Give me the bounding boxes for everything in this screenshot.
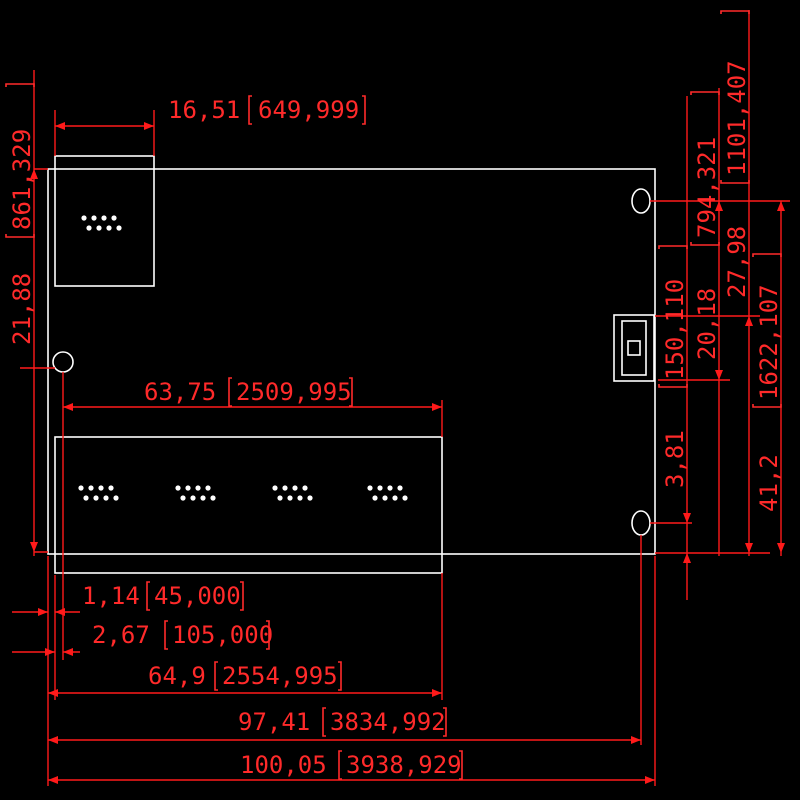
dim-value: 1,14	[82, 582, 140, 610]
dim-bracket-value: 150,110	[661, 279, 689, 380]
pin-cluster-port-4	[367, 485, 408, 501]
dim-value: 21,88	[8, 273, 36, 345]
pin-cluster-port-3	[272, 485, 313, 501]
mounting-hole-left	[52, 351, 74, 373]
dim-bracket-value: 45,000	[154, 582, 241, 610]
mounting-hole-bottom-right	[631, 510, 651, 536]
dim-label-1-14: 1,14 45,000	[82, 581, 244, 611]
power-connector	[613, 314, 655, 382]
dim-label-100-05: 100,05 3938,929	[240, 750, 463, 780]
dimension-lines	[12, 10, 790, 786]
dim-value: 2,67	[92, 621, 150, 649]
dim-value: 64,9	[148, 662, 206, 690]
board-outline	[47, 155, 656, 574]
rj45-port-bank	[54, 436, 443, 574]
dim-bracket-value: 3834,992	[330, 708, 446, 736]
pin-cluster-port-2	[175, 485, 216, 501]
dimension-arrowheads	[30, 122, 785, 784]
dim-label-16-51: 16,51 649,999	[168, 95, 366, 125]
dim-bracket-value: 3938,929	[346, 751, 462, 779]
dim-value: 3,81	[661, 430, 689, 488]
dim-bracket-value: 794,321	[693, 137, 721, 238]
dim-label-3-81: 3,81 150,110	[658, 245, 689, 488]
dim-bracket-value: 2509,995	[236, 378, 352, 406]
dim-value: 100,05	[240, 751, 327, 779]
dim-value: 63,75	[144, 378, 216, 406]
dim-bracket-value: 105,000	[172, 621, 273, 649]
mounting-hole-top-right	[631, 188, 651, 214]
pin-cluster-port-1	[78, 485, 119, 501]
dim-bracket-value: 1101,407	[723, 60, 751, 176]
top-connector	[54, 155, 155, 287]
dim-bracket-value: 861,329	[8, 129, 36, 230]
dim-label-97-41: 97,41 3834,992	[238, 707, 447, 737]
dim-bracket-value: 1622,107	[755, 284, 783, 400]
dim-value: 97,41	[238, 708, 310, 736]
dim-label-2-67: 2,67 105,000	[92, 620, 273, 650]
board-body	[47, 168, 656, 555]
dim-value: 27,98	[723, 226, 751, 298]
dim-label-64-9: 64,9 2554,995	[148, 661, 342, 691]
pin-cluster-top	[81, 215, 122, 231]
dim-label-21-88: 21,88 861,329	[5, 83, 36, 345]
dim-bracket-value: 649,999	[258, 96, 359, 124]
dim-value: 41,2	[755, 454, 783, 512]
dim-label-41-2: 41,2 1622,107	[752, 253, 783, 512]
dim-value: 20,18	[693, 288, 721, 360]
dim-label-27-98: 27,98 1101,407	[720, 10, 751, 298]
dim-bracket-value: 2554,995	[222, 662, 338, 690]
dim-label-63-75: 63,75 2509,995	[144, 377, 353, 407]
dim-value: 16,51	[168, 96, 240, 124]
dim-label-20-18: 20,18 794,321	[690, 91, 721, 360]
